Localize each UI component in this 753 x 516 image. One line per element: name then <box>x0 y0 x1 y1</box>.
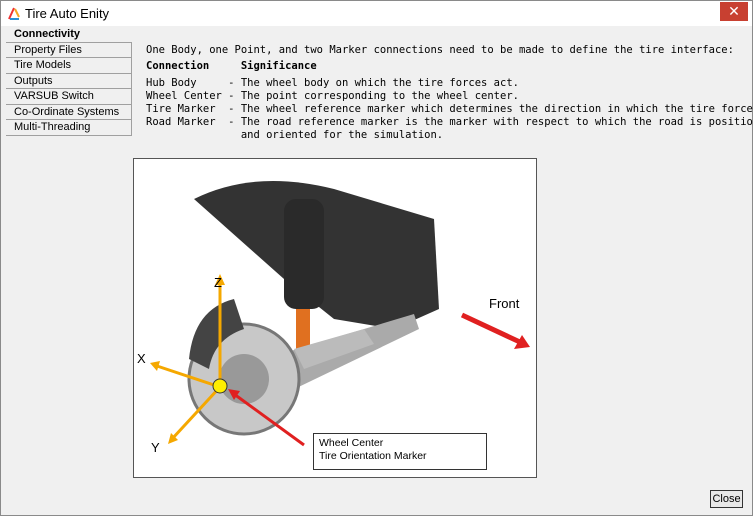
tab-coordinate-systems[interactable]: Co-Ordinate Systems <box>6 104 132 120</box>
legend-wheel-center: Wheel Center <box>319 437 384 449</box>
tab-tire-models[interactable]: Tire Models <box>6 58 132 74</box>
window-title: Tire Auto Enity <box>25 6 110 21</box>
close-button[interactable]: Close <box>710 490 743 508</box>
figure-legend: Wheel Center Tire Orientation Marker <box>313 433 487 470</box>
tab-outputs[interactable]: Outputs <box>6 73 132 89</box>
tab-connectivity[interactable]: Connectivity <box>6 27 132 43</box>
tab-property-files[interactable]: Property Files <box>6 42 132 58</box>
suspension-illustration <box>150 181 530 447</box>
y-axis-label: Y <box>151 440 160 455</box>
tab-multi-threading[interactable]: Multi-Threading <box>6 120 132 136</box>
table-row: Road Marker - The road reference marker … <box>146 116 753 128</box>
window-close-button[interactable]: ✕ <box>720 2 748 21</box>
table-header: Connection Significance <box>146 60 317 72</box>
suspension-figure: Z X Y Front <box>133 158 537 478</box>
coil-spring <box>284 199 324 309</box>
app-logo-icon <box>8 7 20 20</box>
table-row: Wheel Center - The point corresponding t… <box>146 90 519 102</box>
x-axis-label: X <box>137 351 146 366</box>
table-row: Hub Body - The wheel body on which the t… <box>146 77 519 89</box>
legend-tire-orientation-marker: Tire Orientation Marker <box>319 450 427 462</box>
table-row: and oriented for the simulation. <box>146 129 444 141</box>
intro-text: One Body, one Point, and two Marker conn… <box>146 44 734 56</box>
table-row: Tire Marker - The wheel reference marker… <box>146 103 753 115</box>
z-axis-label: Z <box>214 275 222 290</box>
front-label: Front <box>489 296 520 311</box>
title-bar: Tire Auto Enity ✕ <box>1 1 752 26</box>
sidebar: Connectivity Property Files Tire Models … <box>6 27 132 136</box>
tab-varsub-switch[interactable]: VARSUB Switch <box>6 89 132 105</box>
